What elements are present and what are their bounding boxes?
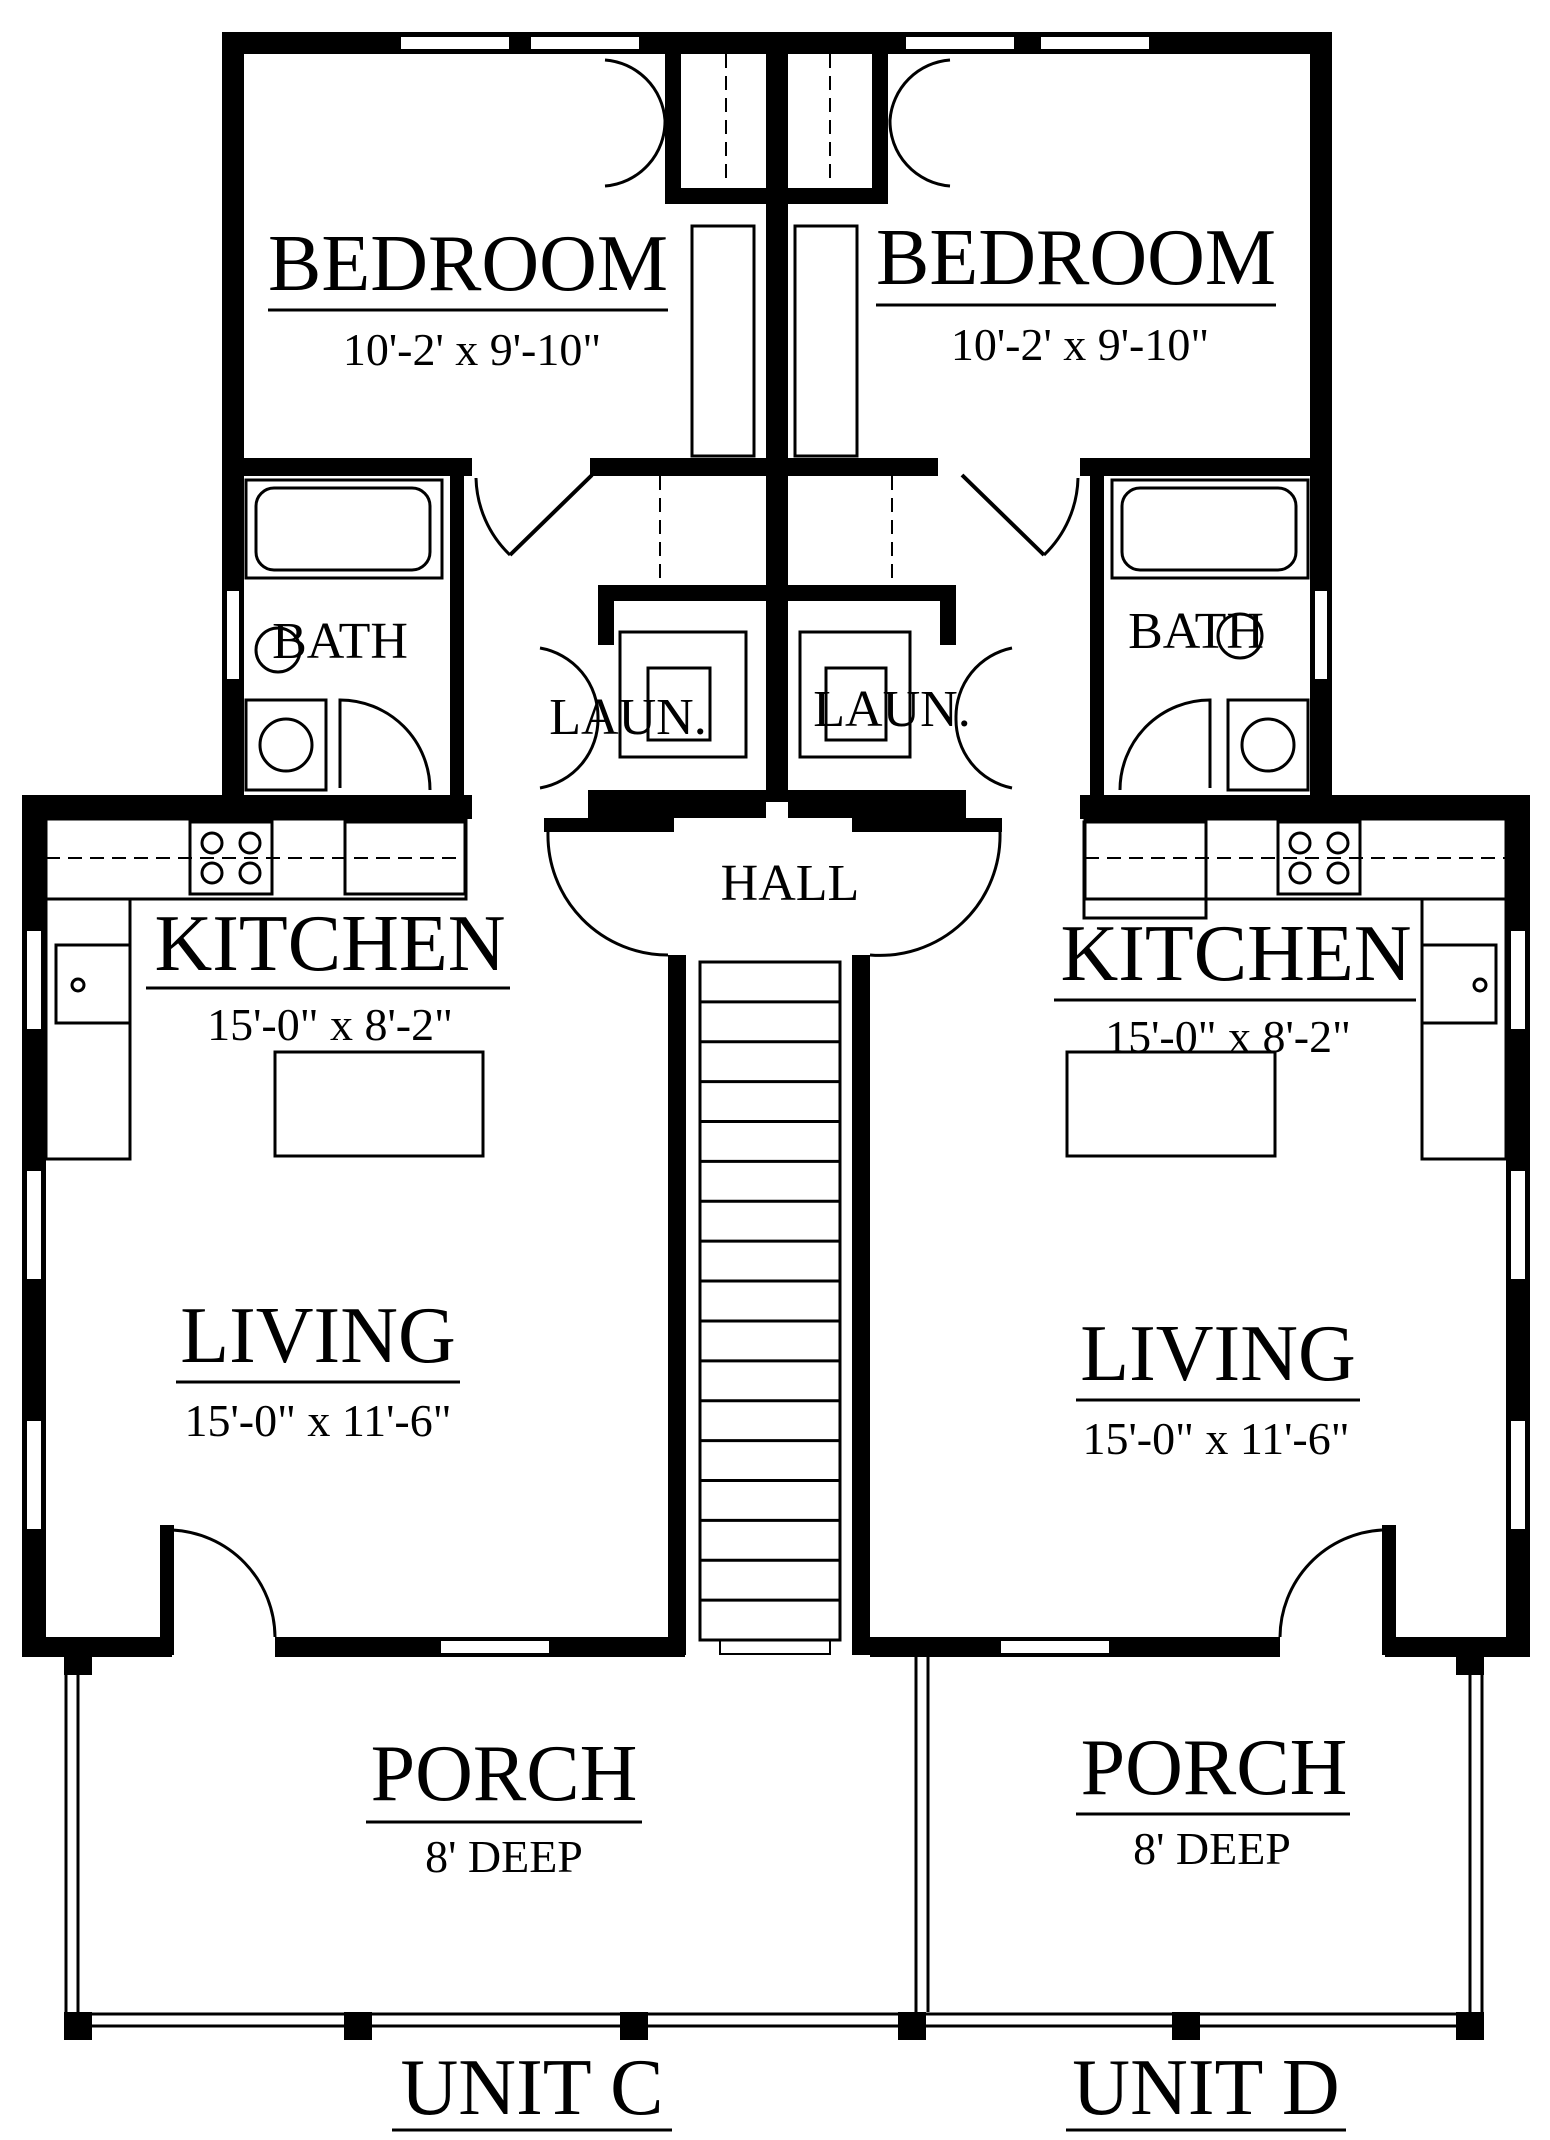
porch-left-name: PORCH — [371, 1730, 638, 1818]
laundry-right-name: LAUN. — [813, 681, 970, 738]
kitchen-right-dims: 15'-0" x 8'-2" — [1105, 1011, 1351, 1062]
porch-rails — [64, 1657, 1484, 2028]
porch-left-dims: 8' DEEP — [425, 1831, 583, 1882]
doors — [171, 58, 1383, 1638]
kitchen-right-name: KITCHEN — [1060, 910, 1411, 998]
bedroom-left-dims: 10'-2' x 9'-10" — [343, 324, 601, 375]
stairs — [698, 960, 842, 1642]
kitchen-left-dims: 15'-0" x 8'-2" — [207, 999, 453, 1050]
porch-right-name: PORCH — [1081, 1724, 1348, 1812]
fixtures — [44, 54, 1508, 1161]
unit-left-label: UNIT C — [401, 2044, 664, 2132]
windows — [25, 35, 1527, 1655]
hall-name: HALL — [721, 855, 860, 912]
bedroom-left-name: BEDROOM — [268, 220, 668, 308]
living-right-name: LIVING — [1080, 1310, 1355, 1398]
living-left-name: LIVING — [180, 1292, 455, 1380]
laundry-left-name: LAUN. — [549, 689, 706, 746]
porch-right-dims: 8' DEEP — [1133, 1823, 1291, 1874]
bath-left-name: BATH — [272, 613, 408, 670]
living-right-dims: 15'-0" x 11'-6" — [1082, 1413, 1349, 1464]
kitchen-left-name: KITCHEN — [154, 900, 505, 988]
unit-right-label: UNIT D — [1072, 2044, 1339, 2132]
living-left-dims: 15'-0" x 11'-6" — [184, 1395, 451, 1446]
bath-right-name: BATH — [1128, 603, 1264, 660]
bedroom-right-dims: 10'-2' x 9'-10" — [951, 319, 1209, 370]
room-labels: BEDROOM 10'-2' x 9'-10" BEDROOM 10'-2' x… — [146, 214, 1416, 2132]
bedroom-right-name: BEDROOM — [876, 214, 1276, 302]
